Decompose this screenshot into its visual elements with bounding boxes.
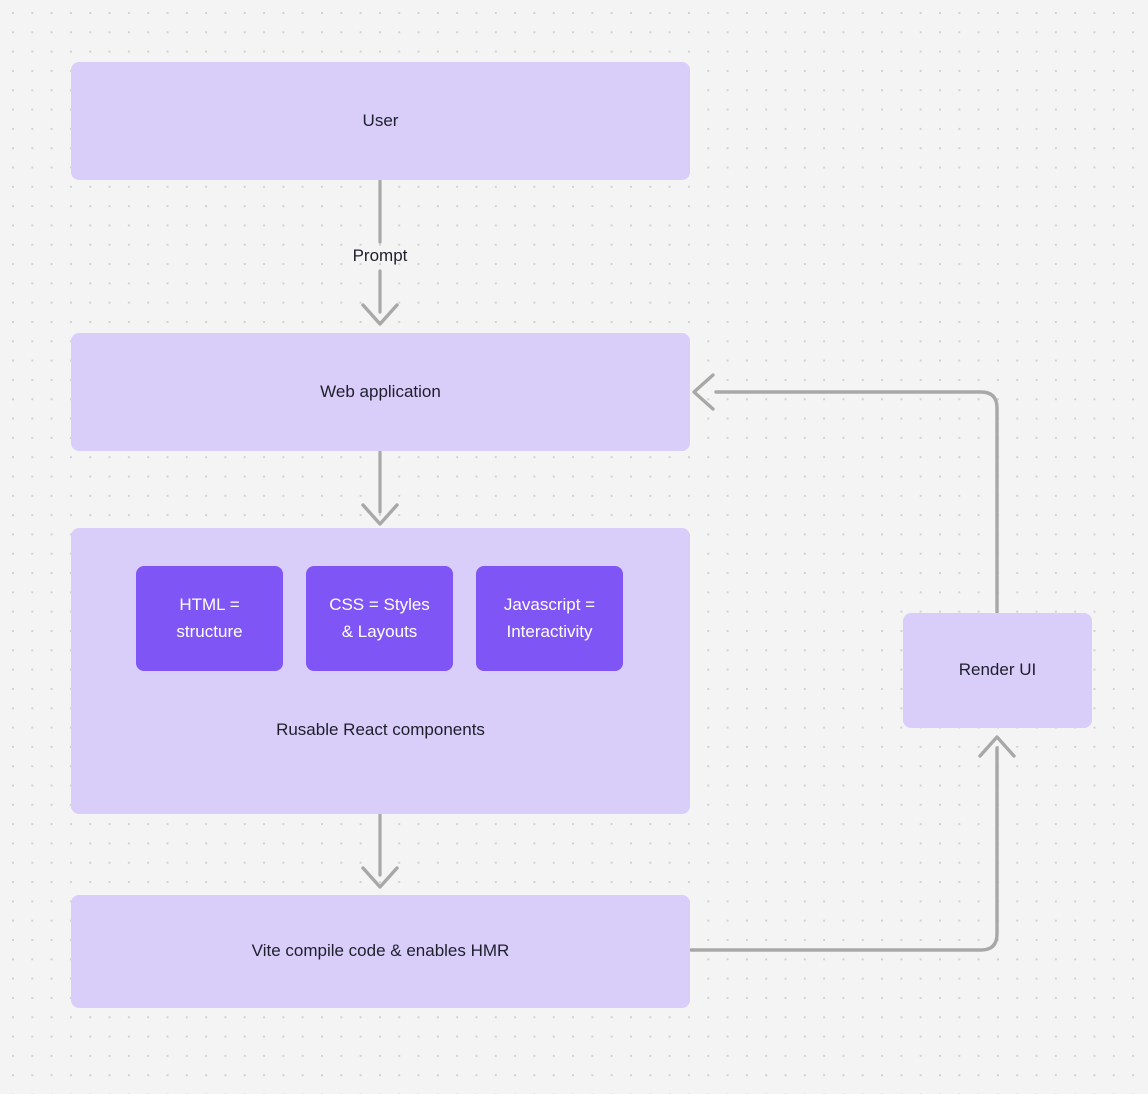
edge-render-ui-to-web-application xyxy=(692,373,999,614)
node-vite-label: Vite compile code & enables HMR xyxy=(251,941,510,961)
node-components-group-label: Rusable React components xyxy=(276,720,485,739)
chip-html[interactable]: HTML = structure xyxy=(136,566,283,671)
node-web-application-label: Web application xyxy=(320,381,441,401)
chip-css-line1: CSS = Styles xyxy=(329,595,430,615)
chip-html-line1: HTML = xyxy=(179,595,240,615)
node-components-group[interactable]: HTML = structure CSS = Styles & Layouts … xyxy=(71,528,690,814)
chip-javascript-line1: Javascript = xyxy=(503,595,596,615)
edge-components-to-vite xyxy=(361,813,399,889)
node-render-ui-label: Render UI xyxy=(958,660,1037,680)
edge-vite-to-render-ui xyxy=(689,735,1016,952)
chip-javascript[interactable]: Javascript = Interactivity xyxy=(476,566,623,671)
node-web-application[interactable]: Web application xyxy=(71,333,690,451)
chip-html-line2: structure xyxy=(176,621,243,641)
chip-css[interactable]: CSS = Styles & Layouts xyxy=(306,566,453,671)
chip-row: HTML = structure CSS = Styles & Layouts … xyxy=(136,566,623,671)
chip-css-line2: & Layouts xyxy=(341,621,418,641)
edge-label-prompt: Prompt xyxy=(352,246,408,265)
node-render-ui[interactable]: Render UI xyxy=(903,613,1092,728)
node-user-label: User xyxy=(362,110,399,130)
chip-javascript-line2: Interactivity xyxy=(506,621,593,641)
node-user[interactable]: User xyxy=(71,62,690,180)
node-vite[interactable]: Vite compile code & enables HMR xyxy=(71,895,690,1008)
edge-web-application-to-components xyxy=(361,450,399,526)
